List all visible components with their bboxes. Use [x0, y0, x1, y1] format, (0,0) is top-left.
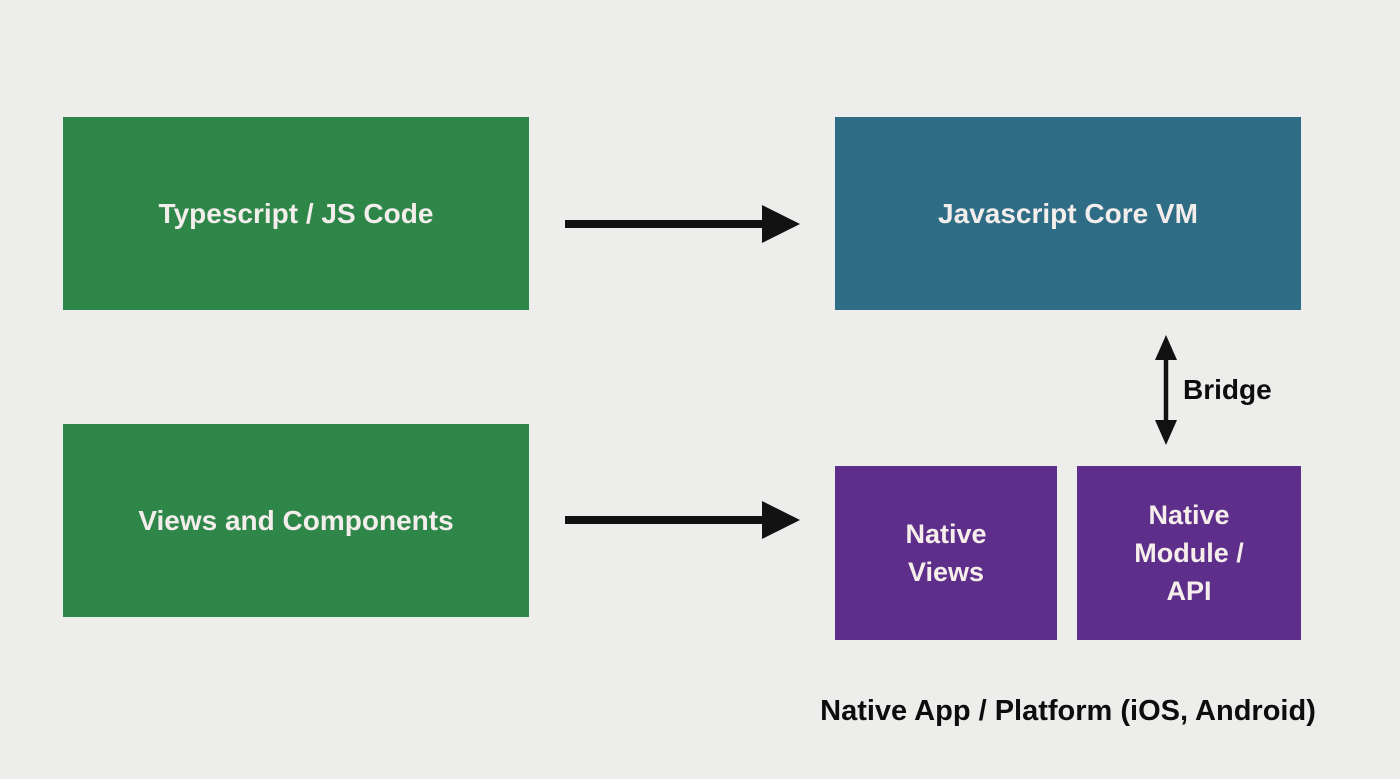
bridge-label: Bridge — [1183, 374, 1272, 405]
box-views-and-components-label: Views and Components — [138, 504, 454, 536]
box-native-views-label: Native Views — [905, 519, 987, 587]
box-typescript-js-code: Typescript / JS Code — [63, 117, 529, 310]
platform-caption: Native App / Platform (iOS, Android) — [820, 695, 1316, 727]
box-native-module-api-label: Native Module / API — [1134, 500, 1244, 606]
box-typescript-js-code-label: Typescript / JS Code — [158, 197, 434, 229]
arrow-ts-to-vm-icon — [565, 205, 800, 243]
box-native-views: Native Views — [835, 466, 1057, 640]
box-javascript-core-vm: Javascript Core VM — [835, 117, 1301, 310]
bridge-double-arrow-icon — [1155, 335, 1177, 445]
box-native-module-api: Native Module / API — [1077, 466, 1301, 640]
box-javascript-core-vm-label: Javascript Core VM — [938, 197, 1198, 229]
box-views-and-components: Views and Components — [63, 424, 529, 617]
arrow-views-to-native-icon — [565, 501, 800, 539]
